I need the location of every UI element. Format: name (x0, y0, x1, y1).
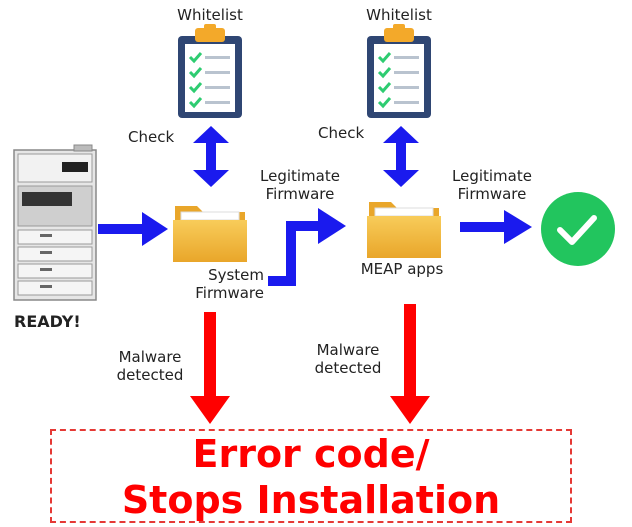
whitelist-label: Whitelist (366, 6, 432, 24)
check-double-arrow (383, 126, 419, 187)
meap-apps-label: MEAP apps (360, 260, 444, 278)
error-arrow (390, 304, 430, 424)
folder-icon (367, 202, 441, 258)
flow-arrow (460, 210, 532, 244)
flow-arrow (98, 212, 168, 246)
ready-label: READY! (14, 312, 81, 331)
check-label: Check (128, 128, 175, 146)
check-circle-icon (541, 192, 615, 266)
error-arrow (190, 312, 230, 424)
folder-icon (173, 206, 247, 262)
printer-icon (13, 144, 97, 301)
check-label: Check (318, 124, 365, 142)
whitelist-label: Whitelist (177, 6, 243, 24)
check-double-arrow (193, 126, 229, 187)
stops-installation-text: Stops Installation (121, 478, 501, 522)
clipboard-icon (367, 24, 431, 118)
error-box (50, 429, 572, 523)
clipboard-icon (178, 24, 242, 118)
flow-arrow (268, 208, 346, 286)
error-code-text: Error code/ (192, 432, 430, 476)
